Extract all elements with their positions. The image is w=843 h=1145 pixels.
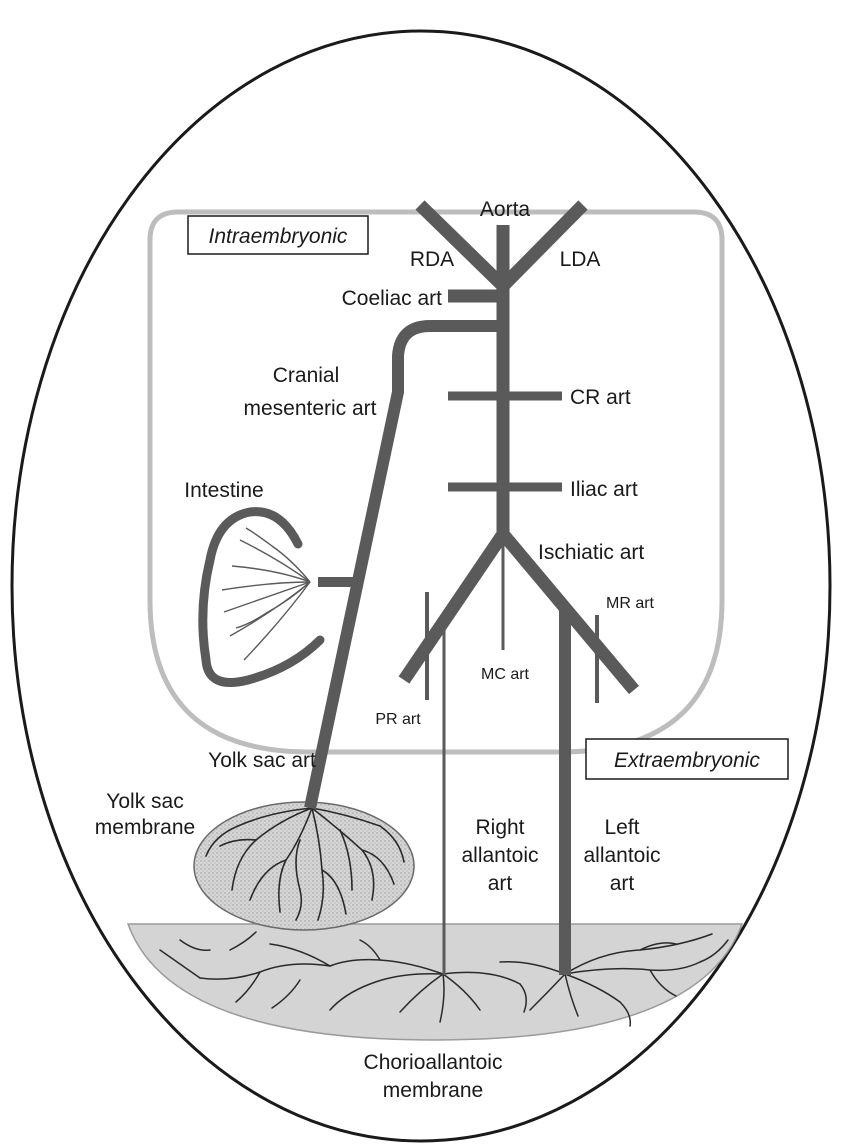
extraembryonic-label: Extraembryonic <box>614 749 760 772</box>
cranial-mesenteric-label-2: mesenteric art <box>243 397 376 420</box>
right-allantoic-label-3: art <box>488 872 513 895</box>
chorioallantoic-label-2: membrane <box>383 1079 483 1102</box>
mc-art-label: MC art <box>481 666 530 683</box>
yolk-sac-art-label: Yolk sac art <box>208 749 316 772</box>
aorta-label: Aorta <box>480 198 531 221</box>
yolk-sac-membrane-label-2: membrane <box>95 816 195 839</box>
rda-label: RDA <box>410 248 454 271</box>
left-allantoic-label-1: Left <box>604 816 639 839</box>
cranial-mesenteric-label-1: Cranial <box>273 364 340 387</box>
yolk-sac-membrane <box>194 802 414 930</box>
lda-label: LDA <box>560 248 601 271</box>
ischiatic-art-label: Ischiatic art <box>538 541 644 564</box>
iliac-art-label: Iliac art <box>570 478 638 501</box>
coeliac-label: Coeliac art <box>342 287 443 310</box>
ischiatic-right <box>404 534 503 680</box>
pr-art-label: PR art <box>375 711 421 728</box>
mr-art-label: MR art <box>606 595 655 612</box>
left-allantoic-label-2: allantoic <box>583 844 660 867</box>
intestine <box>203 512 320 683</box>
intestine-label: Intestine <box>184 479 263 502</box>
chorioallantoic-label-1: Chorioallantoic <box>364 1051 503 1074</box>
cr-art-label: CR art <box>570 386 631 409</box>
right-allantoic-label-1: Right <box>475 816 524 839</box>
chorioallantoic-membrane <box>128 924 742 1040</box>
left-allantoic-label-3: art <box>610 872 635 895</box>
intraembryonic-label: Intraembryonic <box>209 225 348 248</box>
yolk-sac-membrane-label-1: Yolk sac <box>106 790 183 813</box>
right-allantoic-label-2: allantoic <box>461 844 538 867</box>
